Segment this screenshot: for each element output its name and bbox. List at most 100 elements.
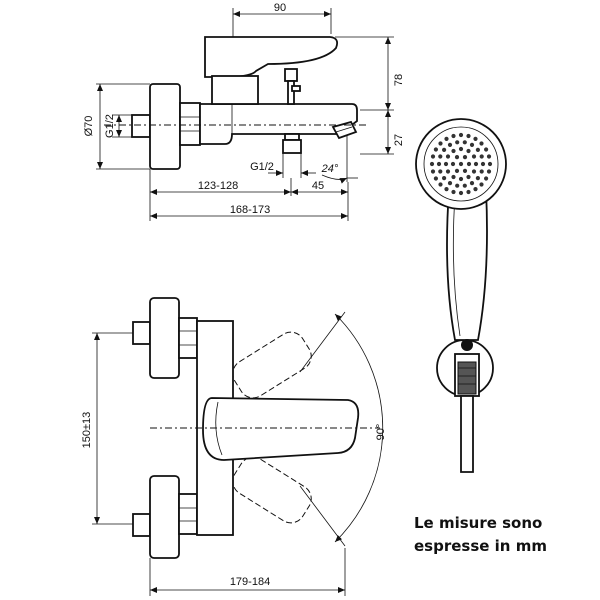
nozzle-dot <box>484 147 489 152</box>
hand-shower <box>415 118 507 473</box>
inlet-pipe-top <box>132 321 151 345</box>
nozzle-dot <box>454 155 460 160</box>
shower-hose <box>460 395 474 473</box>
nozzle-dot <box>442 176 447 181</box>
spout-outlet <box>331 120 358 140</box>
nozzle-dot <box>445 154 451 159</box>
diverter-knob <box>284 68 298 82</box>
nozzle-dot <box>433 147 438 152</box>
front-view-dimensions: 150±13 90° 179-184 <box>81 311 387 596</box>
dim-thread-outlet: G1/2 <box>250 161 274 173</box>
front-view <box>132 297 380 559</box>
nozzle-dot <box>486 169 492 174</box>
nozzle-dot <box>462 140 467 145</box>
nozzle-dot <box>438 169 443 174</box>
nozzle-dot <box>458 146 464 152</box>
hose-connector <box>457 361 477 395</box>
dim-thread-left: G1/2 <box>104 114 116 138</box>
lever-handle-front <box>202 397 360 461</box>
nozzle-dot <box>450 161 456 167</box>
dim-height-27: 27 <box>393 134 405 146</box>
nozzle-dot <box>487 161 493 167</box>
units-note: Le misure sono espresse in mm <box>414 512 594 558</box>
dim-diameter: Ø70 <box>83 116 95 137</box>
dim-rotation: 90° <box>375 424 387 441</box>
nozzle-dot <box>466 161 472 167</box>
nozzle-dot <box>438 182 443 187</box>
dim-depth-45: 45 <box>312 180 324 192</box>
nozzle-dot <box>473 187 478 192</box>
connector-nut <box>179 102 201 146</box>
nozzle-dot <box>462 183 467 188</box>
nozzle-dot <box>466 174 471 180</box>
escutcheon-top <box>149 297 180 379</box>
nozzle-dot <box>458 190 464 196</box>
brand-logo-icon <box>461 339 473 351</box>
lever-base <box>211 75 259 105</box>
nozzle-dot <box>443 161 449 167</box>
nozzle-dot <box>462 168 468 173</box>
shower-handle <box>446 189 488 341</box>
wall-connector-pipe <box>131 114 151 138</box>
nozzle-dot <box>479 154 484 159</box>
side-view-dimensions: 90 78 27 Ø70 G1/2 G1/2 24° <box>83 2 405 221</box>
nozzle-dot <box>447 181 453 186</box>
lever-rotated-down <box>232 456 312 524</box>
nozzle-dot <box>479 141 484 146</box>
nozzle-dot <box>430 169 436 174</box>
nozzle-dot <box>486 154 492 159</box>
lever-handle <box>204 36 339 78</box>
nut-bottom <box>178 493 198 535</box>
nozzle-dot <box>473 136 478 141</box>
nut-top <box>178 317 198 359</box>
nozzle-dot <box>429 161 435 167</box>
nozzle-dot <box>458 132 464 138</box>
nozzle-dot <box>451 133 456 139</box>
nozzle-dot <box>466 133 471 139</box>
nozzle-dot <box>479 169 484 174</box>
side-view <box>104 36 368 170</box>
nozzle-dot <box>438 154 443 159</box>
inlet-pipe-bottom <box>132 513 151 537</box>
nozzle-dot <box>466 148 471 154</box>
shower-nozzles <box>429 132 493 196</box>
lever-rotated-up <box>232 331 312 399</box>
nozzle-dot <box>458 161 464 167</box>
units-note-line-2: espresse in mm <box>414 537 547 555</box>
nozzle-dot <box>475 147 480 152</box>
nozzle-dot <box>451 189 456 195</box>
nozzle-dot <box>471 169 477 174</box>
nozzle-dot <box>451 174 456 180</box>
nozzle-dot <box>430 154 436 159</box>
nozzle-dot <box>445 169 451 174</box>
nozzle-dot <box>455 140 460 145</box>
dim-height-78: 78 <box>393 74 405 86</box>
dim-depth-123: 123-128 <box>198 180 238 192</box>
nozzle-dot <box>433 176 438 181</box>
nozzle-dot <box>455 183 460 188</box>
nozzle-dot <box>484 176 489 181</box>
nozzle-dot <box>444 187 449 192</box>
dim-width-179: 179-184 <box>230 576 270 588</box>
nozzle-dot <box>466 189 471 195</box>
units-note-line-1: Le misure sono <box>414 514 543 532</box>
dim-depth-168: 168-173 <box>230 204 270 216</box>
dim-angle: 24° <box>321 163 339 175</box>
nozzle-dot <box>436 161 442 167</box>
nozzle-dot <box>438 141 443 146</box>
escutcheon-bottom <box>149 475 180 559</box>
nozzle-dot <box>469 142 475 147</box>
nozzle-dot <box>458 176 464 182</box>
nozzle-dot <box>479 182 484 187</box>
nozzle-dot <box>480 161 486 167</box>
nozzle-dot <box>469 181 475 186</box>
nozzle-dot <box>462 155 468 160</box>
nozzle-dot <box>471 154 477 159</box>
nozzle-dot <box>454 168 460 173</box>
escutcheon-disk <box>149 83 181 170</box>
nozzle-dot <box>451 148 456 154</box>
nozzle-dot <box>447 142 453 147</box>
dim-width-90: 90 <box>274 2 286 14</box>
nozzle-dot <box>442 147 447 152</box>
